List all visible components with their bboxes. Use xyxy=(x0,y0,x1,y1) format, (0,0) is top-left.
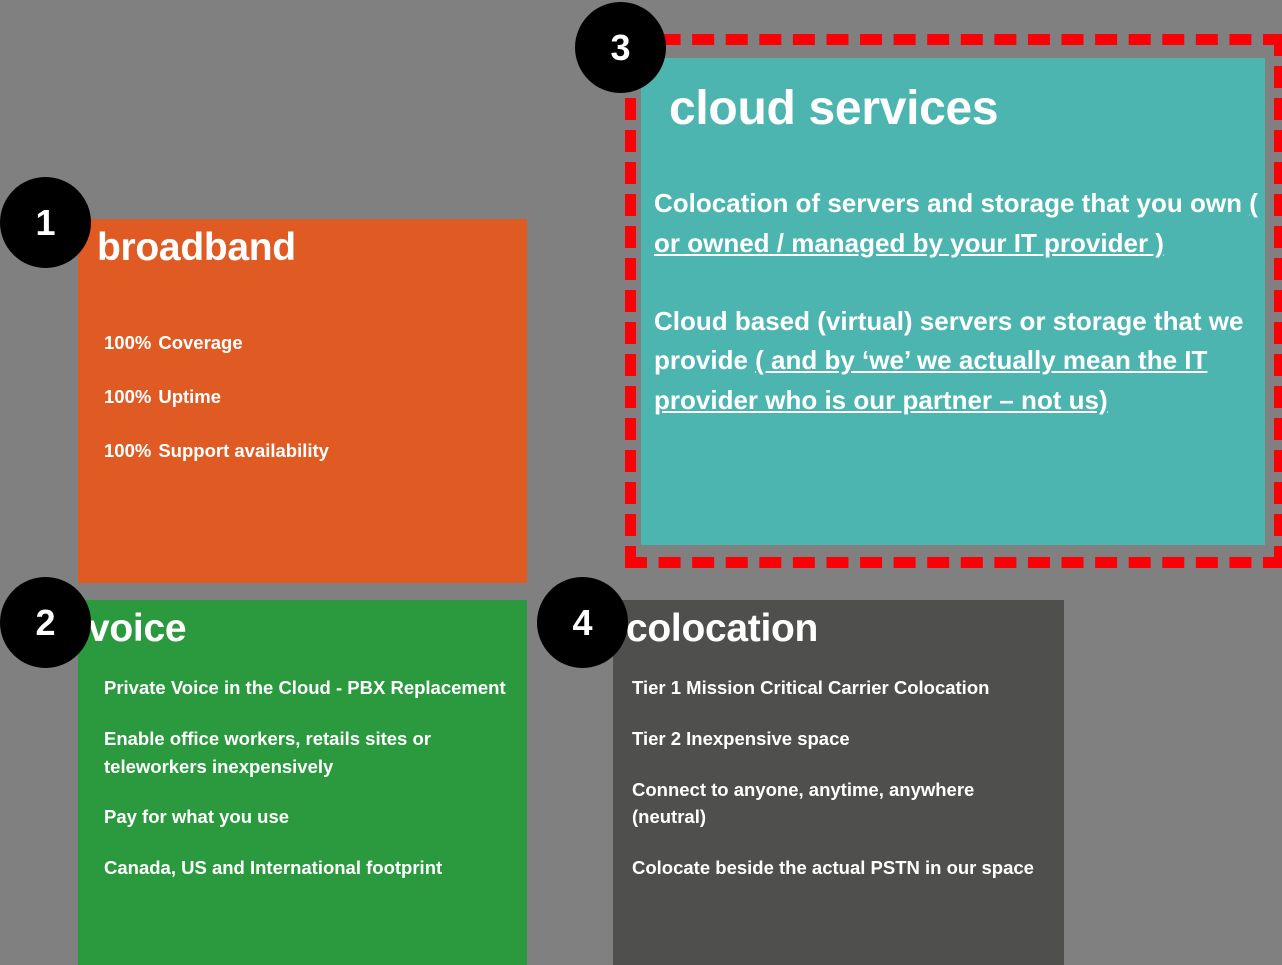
paragraph-underlined-text: ( and by ‘we’ we actually mean the IT pr… xyxy=(654,345,1208,416)
panel-broadband-title: broadband xyxy=(97,226,296,269)
panel-voice-bullets: Private Voice in the Cloud - PBX Replace… xyxy=(104,674,519,905)
badge-number-3: 3 xyxy=(575,2,666,93)
list-item: Tier 2 Inexpensive space xyxy=(632,727,850,749)
bullet-label: Uptime xyxy=(158,386,222,408)
list-item: Pay for what you use xyxy=(104,806,290,828)
bullet-percent: 100% xyxy=(104,386,152,408)
list-item: Tier 1 Mission Critical Carrier Colocati… xyxy=(632,677,990,698)
bullet-label: Coverage xyxy=(158,332,243,353)
panel-voice: voice Private Voice in the Cloud - PBX R… xyxy=(78,600,527,965)
bullet-percent: 100% xyxy=(104,440,152,462)
panel-broadband: broadband 100% Coverage 100% Uptime 100% Su… xyxy=(78,219,527,583)
bullet-percent: 100% xyxy=(104,332,152,353)
list-item: Canada, US and International footprint xyxy=(104,857,443,878)
badge-number-2: 2 xyxy=(0,577,91,668)
badge-number-1: 1 xyxy=(0,177,91,268)
paragraph-plain-text: Cloud based (virtual) servers or storage… xyxy=(654,305,1244,376)
panel-colocation-bullets: Tier 1 Mission Critical Carrier Colocati… xyxy=(632,674,1042,905)
cloud-services-highlight-frame xyxy=(625,34,1282,568)
list-item: Enable office workers, retails sites or … xyxy=(104,727,431,777)
panel-cloud-services-body: Colocation of servers and storage that y… xyxy=(654,184,1259,459)
list-item: Colocate beside the actual PSTN in our s… xyxy=(632,857,1034,878)
panel-colocation: colocation Tier 1 Mission Critical Carri… xyxy=(613,600,1064,965)
panel-voice-title: voice xyxy=(88,607,187,650)
badge-number-4: 4 xyxy=(537,577,628,668)
list-item: 100% Uptime xyxy=(104,386,514,408)
panel-cloud-services-title: cloud services xyxy=(669,82,999,135)
paragraph: Cloud based (virtual) servers or storage… xyxy=(654,302,1259,421)
bullet-label: Support availability xyxy=(158,440,329,462)
panel-colocation-title: colocation xyxy=(626,607,819,650)
list-item: Private Voice in the Cloud - PBX Replace… xyxy=(104,677,506,698)
paragraph-underlined-text: ( or owned / managed by your IT provider… xyxy=(654,188,1258,258)
list-item: 100% Coverage xyxy=(104,332,514,354)
paragraph: Colocation of servers and storage that y… xyxy=(654,184,1259,264)
list-item: 100% Support availability xyxy=(104,440,514,462)
paragraph-plain-text: Colocation of servers and storage that y… xyxy=(654,188,1250,218)
panel-broadband-bullets: 100% Coverage 100% Uptime 100% Support avai… xyxy=(104,332,514,495)
list-item: Connect to anyone, anytime, anywhere (ne… xyxy=(632,778,975,828)
panel-cloud-services: cloud services Colocation of servers and… xyxy=(641,58,1265,545)
